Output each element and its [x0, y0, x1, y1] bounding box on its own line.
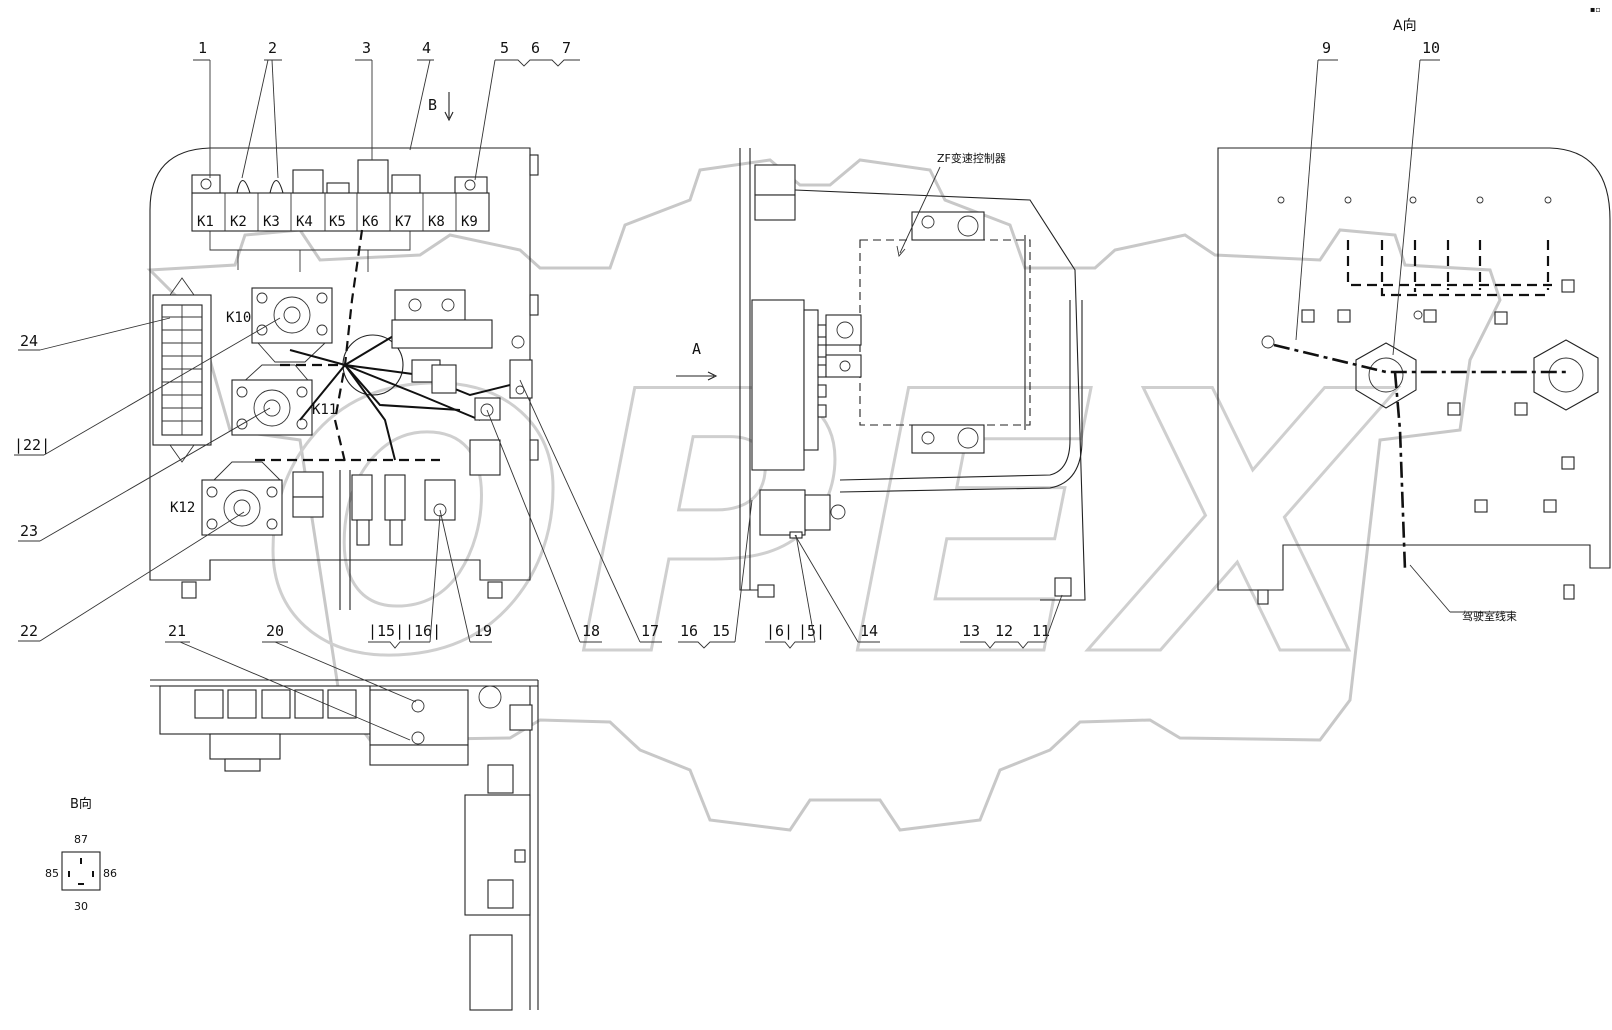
relay-pin-diagram: B向 87 85 86 30: [45, 796, 117, 913]
callout-21: 21: [168, 622, 186, 640]
a-view-title: A向: [1393, 18, 1417, 34]
relay-label-k7: K7: [395, 214, 412, 230]
callout-7: 7: [562, 39, 571, 57]
pin-86-label: 86: [103, 867, 117, 880]
callout-2: 2: [268, 39, 277, 57]
callouts: 1 2 3 4 5 6 7 9 10 24 |22| 23 22 |15| |1…: [14, 39, 1440, 741]
callout-4: 4: [422, 39, 431, 57]
lower-panel: [150, 679, 539, 1011]
relay-label-k4: K4: [296, 214, 313, 230]
view-arrow-a-label: A: [692, 340, 701, 358]
callout-3: 3: [362, 39, 371, 57]
view-arrow-b-label: B: [428, 96, 437, 114]
callout-13: 13: [962, 622, 980, 640]
callout-23: 23: [20, 522, 38, 540]
large-relay-k10: K10: [226, 287, 333, 363]
callout-5-bracket: |5|: [798, 622, 825, 640]
callout-17: 17: [641, 622, 659, 640]
callout-22: 22: [20, 622, 38, 640]
callout-22-bracket: |22|: [14, 436, 50, 454]
callout-19: 19: [474, 622, 492, 640]
relay-strip: K1 K2 K3 K4 K5 K6 K7 K8 K9: [191, 159, 490, 272]
large-relay-k11: K11: [231, 364, 337, 436]
callout-1: 1: [198, 39, 207, 57]
callout-20: 20: [266, 622, 284, 640]
callout-14: 14: [860, 622, 878, 640]
pin-30-label: 30: [74, 900, 88, 913]
left-panel: K1 K2 K3 K4 K5 K6 K7 K8 K9: [149, 92, 539, 610]
corner-mark: ▪▫: [1590, 5, 1601, 14]
b-view-title: B向: [70, 796, 92, 812]
callout-9: 9: [1322, 39, 1331, 57]
relay-label-k10: K10: [226, 310, 251, 326]
callout-10: 10: [1422, 39, 1440, 57]
callout-11: 11: [1032, 622, 1050, 640]
callout-12: 12: [995, 622, 1013, 640]
relay-label-k5: K5: [329, 214, 346, 230]
callout-15: 15: [712, 622, 730, 640]
middle-panel: A ZF变速控制器: [676, 148, 1086, 601]
callout-6: 6: [531, 39, 540, 57]
relay-label-k8: K8: [428, 214, 445, 230]
large-relay-k12: K12: [170, 461, 283, 536]
fuse-box: [152, 277, 212, 463]
relay-label-k12: K12: [170, 500, 195, 516]
pin-87-label: 87: [74, 833, 88, 846]
callout-16: 16: [680, 622, 698, 640]
pin-85-label: 85: [45, 867, 59, 880]
relay-label-k6: K6: [362, 214, 379, 230]
callout-15-bracket: |15|: [368, 622, 404, 640]
callout-5: 5: [500, 39, 509, 57]
relay-label-k1: K1: [197, 214, 214, 230]
zf-controller-label: ZF变速控制器: [937, 151, 1006, 165]
cab-harness-label: 驾驶室线束: [1462, 609, 1517, 623]
relay-label-k11: K11: [312, 402, 337, 418]
relay-label-k2: K2: [230, 214, 247, 230]
relay-label-k3: K3: [263, 214, 280, 230]
callout-24: 24: [20, 332, 38, 350]
relay-label-k9: K9: [461, 214, 478, 230]
callout-6-bracket: |6|: [766, 622, 793, 640]
right-panel-a-view: A向 驾驶室线束: [1217, 18, 1611, 623]
callout-16-bracket: |16|: [405, 622, 441, 640]
callout-18: 18: [582, 622, 600, 640]
